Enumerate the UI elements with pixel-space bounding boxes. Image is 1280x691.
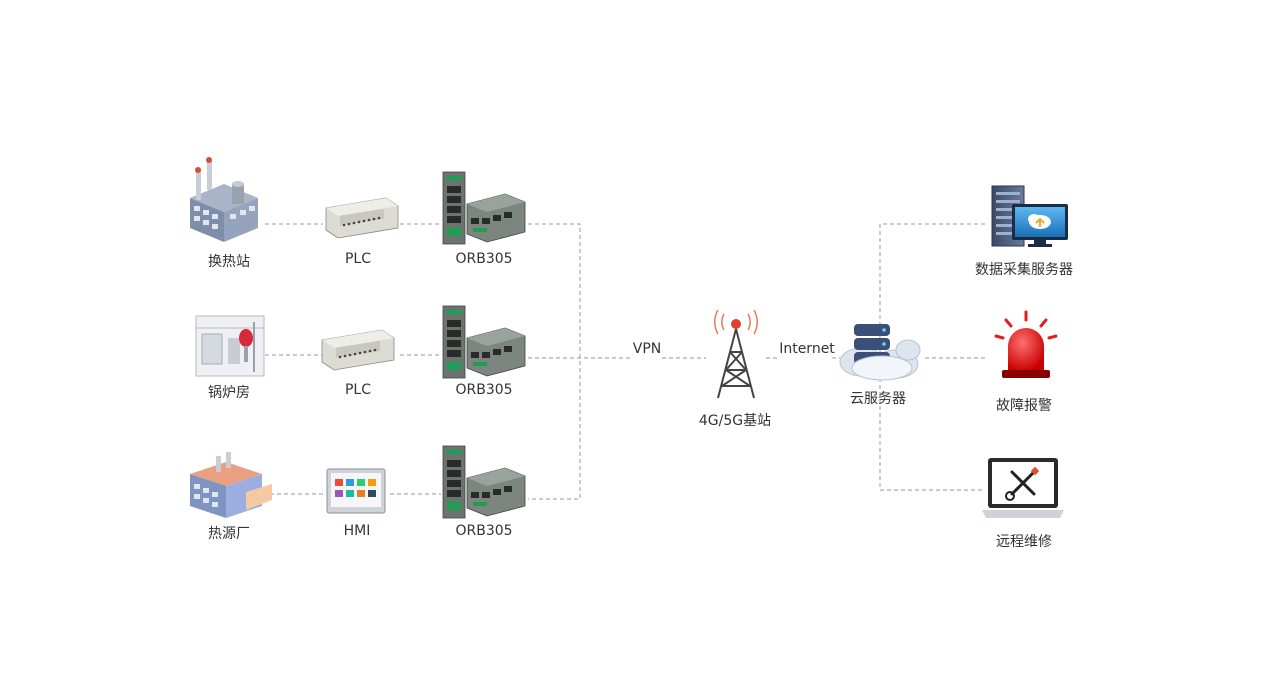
service-label-data-server: 数据采集服务器: [975, 262, 1073, 278]
data-server-icon: [991, 185, 1068, 247]
controller-label-plc-1: PLC: [344, 251, 372, 267]
boiler-room-icon: [195, 315, 265, 377]
laptop-repair-icon: [982, 458, 1064, 518]
service-label-fault-alarm: 故障报警: [996, 398, 1052, 414]
cloud-server-icon: [839, 324, 921, 381]
gateway-label-orb305-1: ORB305: [455, 251, 513, 267]
heat-exchange-station-icon: [190, 157, 258, 242]
orb305-router-icon: [442, 445, 526, 519]
cell-tower-icon: [714, 309, 758, 399]
hmi-icon: [326, 468, 386, 514]
source-label-heat-exchange-station: 换热站: [208, 254, 250, 270]
base-station-label: 4G/5G基站: [698, 413, 772, 429]
alarm-light-icon: [994, 310, 1058, 378]
controller-label-plc-2: PLC: [344, 382, 372, 398]
source-label-heat-source-plant: 热源厂: [208, 526, 250, 542]
service-label-remote-repair: 远程维修: [996, 534, 1052, 550]
internet-link-label: Internet: [779, 341, 835, 357]
source-label-boiler-room: 锅炉房: [208, 385, 250, 401]
gateway-label-orb305-2: ORB305: [455, 382, 513, 398]
vpn-link-label: VPN: [632, 341, 662, 357]
cloud-server-label: 云服务器: [850, 391, 906, 407]
controller-label-hmi: HMI: [343, 523, 371, 539]
orb305-router-icon: [442, 171, 526, 245]
orb305-router-icon: [442, 305, 526, 379]
plc-icon: [325, 197, 399, 239]
plc-icon: [321, 329, 395, 371]
gateway-label-orb305-3: ORB305: [455, 523, 513, 539]
heat-source-plant-icon: [190, 452, 272, 518]
